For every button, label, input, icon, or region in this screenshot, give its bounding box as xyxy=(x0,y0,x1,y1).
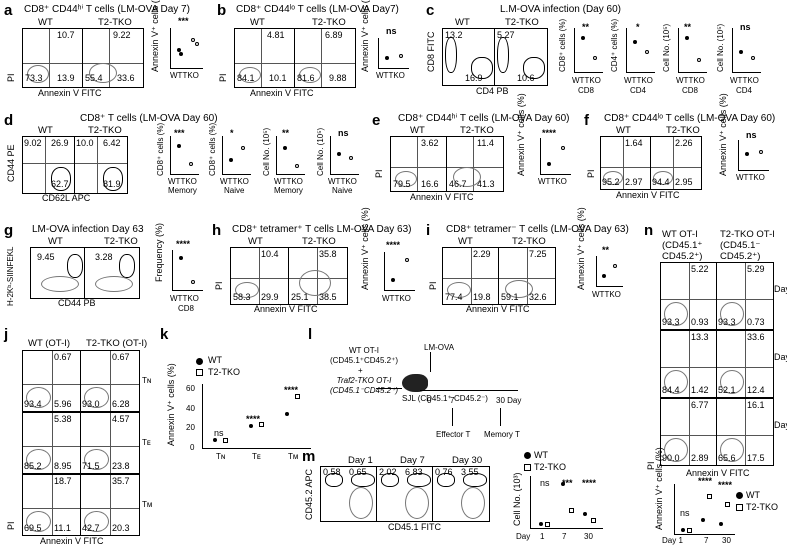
panel-label-h: h xyxy=(212,222,222,239)
panel-label-a: a xyxy=(4,2,13,19)
panel-label-l: l xyxy=(308,326,313,343)
row-label: Tɴ xyxy=(142,376,152,385)
facs-plot: 3.62 79.5 16.6 xyxy=(390,136,448,192)
facs-plot: 9.02 26.9 62.7 xyxy=(22,136,76,194)
summary-chart xyxy=(738,140,769,171)
panel-a-ko: T2-TKO xyxy=(98,17,132,28)
row-label: Day 1 xyxy=(774,284,787,294)
panel-f-title: CD8⁺ CD44ˡᵒ T cells (LM-OVA Day 60) xyxy=(604,113,776,124)
panel-label-c: c xyxy=(426,2,435,19)
facs-plot: 7.25 59.1 32.6 xyxy=(498,247,556,305)
facs-plot: 9.22 55.4 33.6 xyxy=(82,28,144,88)
panel-n-ko: T2-TKO OT-I (CD45.1⁻ CD45.2⁺) xyxy=(720,229,775,262)
summary-chart xyxy=(674,484,735,535)
summary-chart xyxy=(222,136,251,175)
summary-chart xyxy=(170,136,199,175)
summary-chart xyxy=(596,256,623,287)
panel-label-m: m xyxy=(302,448,316,465)
panel-label-j: j xyxy=(4,326,9,343)
facs-plot: 10.4 58.3 29.9 xyxy=(230,247,290,305)
facs-plot: 1.64 95.2 2.97 xyxy=(600,136,652,190)
summary-chart xyxy=(574,28,603,73)
panel-b-title: CD8⁺ CD44ˡᵒ T cells (LM-OVA Day7) xyxy=(236,4,399,15)
summary-chart xyxy=(170,28,203,69)
panel-label-d: d xyxy=(4,112,14,129)
panel-e-title: CD8⁺ CD44ʰⁱ T cells (LM-OVA Day 60) xyxy=(398,113,570,124)
y-axis-label: PI xyxy=(6,73,16,82)
summary-chart xyxy=(276,136,305,175)
panel-label-e: e xyxy=(372,112,381,129)
facs-plot: 5.27 10.6 xyxy=(494,28,548,86)
panel-a-title: CD8⁺ CD44ʰⁱ T cells (LM-OVA Day 7) xyxy=(24,4,190,15)
facs-plot: 35.8 25.1 38.5 xyxy=(288,247,348,305)
facs-plot: 10.0 6.42 81.9 xyxy=(74,136,128,194)
facs-plot: 11.4 46.7 41.3 xyxy=(446,136,504,192)
summary-chart xyxy=(172,250,203,291)
row-label: Tᴍ xyxy=(142,500,153,509)
facs-plot: 9.45 xyxy=(30,247,86,299)
summary-chart xyxy=(530,476,603,529)
facs-plot: 2.29 77.4 19.8 xyxy=(442,247,500,305)
facs-plot: 10.7 73.3 13.9 xyxy=(22,28,84,88)
panel-c-title: L.M-OVA infection (Day 60) xyxy=(500,4,621,15)
summary-chart xyxy=(626,28,655,73)
row-label: Tᴇ xyxy=(142,438,151,447)
summary-chart xyxy=(540,138,571,175)
mouse-icon xyxy=(402,374,428,392)
panel-g-title: LM-OVA infection Day 63 xyxy=(32,224,144,235)
summary-chart xyxy=(678,28,707,73)
row-label: Day 30 xyxy=(774,420,787,430)
facs-plot: 13.2 16.9 xyxy=(442,28,496,86)
panel-a-wt: WT xyxy=(38,17,53,28)
panel-label-g: g xyxy=(4,222,14,239)
summary-chart xyxy=(732,28,761,73)
summary-chart xyxy=(202,384,311,449)
facs-plot: 3.28 xyxy=(84,247,140,299)
panel-i-title: CD8⁺ tetramer⁻ T cells (LM-OVA Day 63) xyxy=(446,224,629,235)
x-axis-label: Annexin V FITC xyxy=(38,88,102,98)
panel-h-title: CD8⁺ tetramer⁺ T cells LM-OVA Day 63) xyxy=(232,224,412,235)
summary-chart xyxy=(330,136,359,175)
facs-plot: 6.89 81.6 9.88 xyxy=(294,28,356,88)
panel-label-f: f xyxy=(584,112,589,129)
summary-chart xyxy=(378,38,409,69)
panel-d-title: CD8⁺ T cells (LM-OVA Day 60) xyxy=(80,113,218,124)
facs-plot: 2.26 94.4 2.95 xyxy=(650,136,702,190)
summary-chart xyxy=(384,252,415,291)
row-label: Day 7 xyxy=(774,352,787,362)
panel-n-wt: WT OT-I (CD45.1⁺ CD45.2⁺) xyxy=(662,229,703,262)
panel-label-b: b xyxy=(217,2,227,19)
panel-label-n: n xyxy=(644,222,654,239)
panel-label-i: i xyxy=(426,222,431,239)
panel-label-k: k xyxy=(160,326,169,343)
facs-plot: 4.81 84.1 10.1 xyxy=(234,28,296,88)
